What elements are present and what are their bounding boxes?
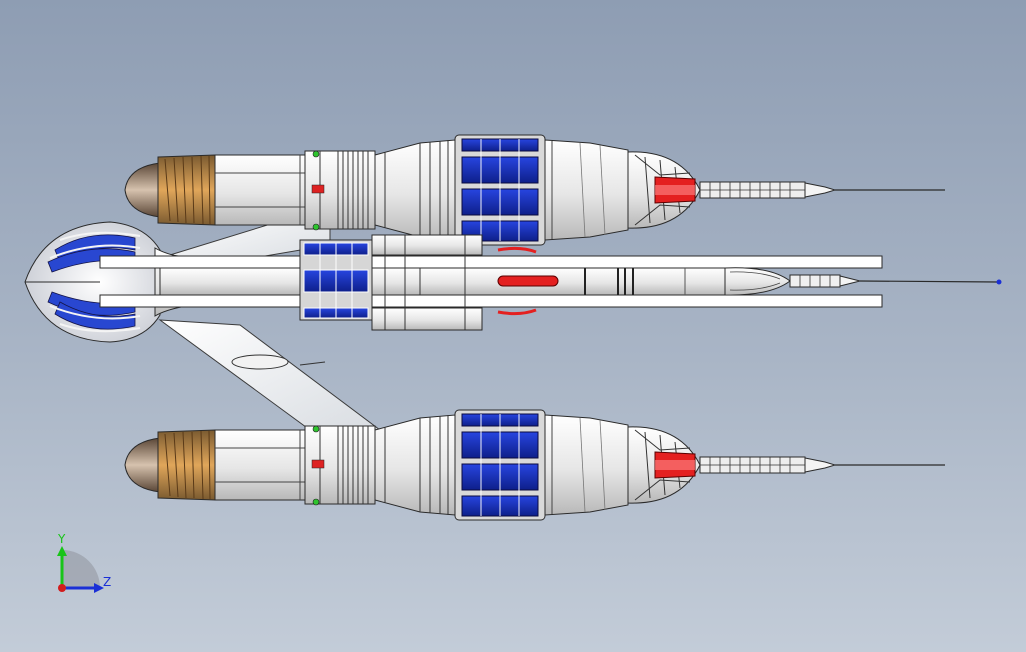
bottom-engine-nacelle <box>124 409 946 521</box>
main-deck <box>99 255 883 269</box>
x-axis-dot <box>58 584 66 592</box>
top-engine-nacelle <box>124 134 946 246</box>
lower-wing-strut <box>158 319 382 431</box>
red-tank <box>497 275 559 287</box>
y-axis-label: Y <box>58 532 66 546</box>
antenna-tip <box>996 279 1002 285</box>
central-hull <box>24 221 1002 343</box>
axis-triad <box>57 546 104 593</box>
z-axis-label: Z <box>103 575 112 589</box>
